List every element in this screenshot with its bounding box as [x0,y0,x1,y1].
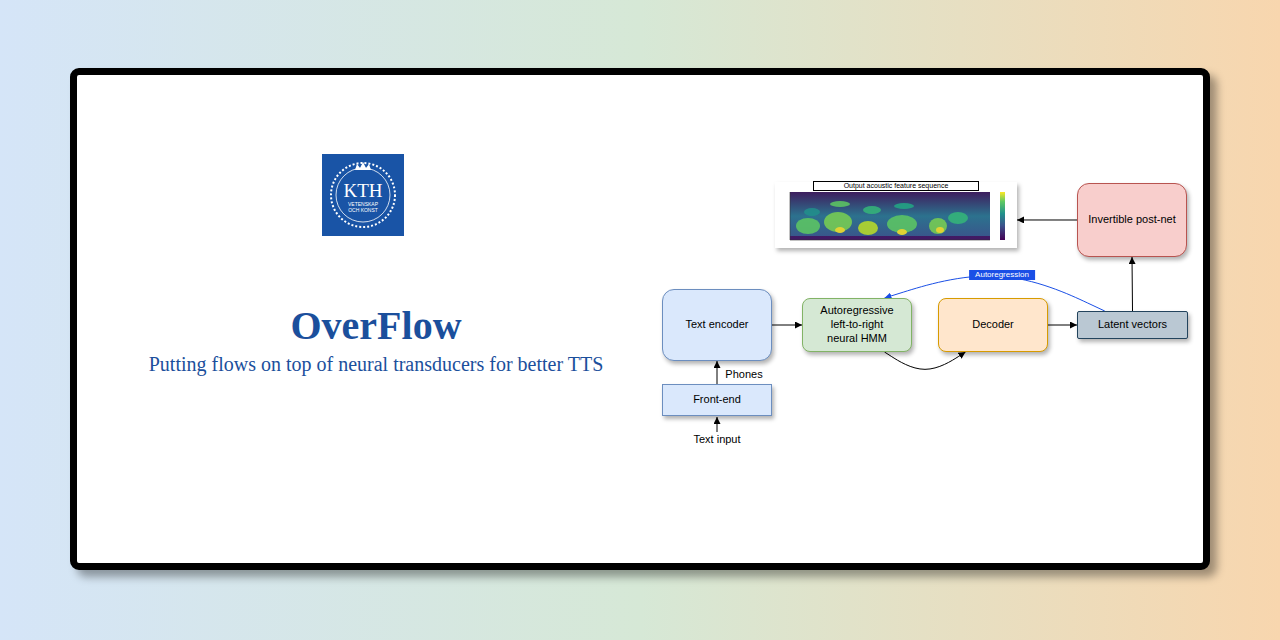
connector [1132,257,1134,311]
process-box: Latent vectors [1077,311,1188,339]
logo-ring [336,168,390,222]
logo-square [322,154,404,236]
connector [1048,325,1077,326]
spectrogram-frame [775,182,1017,248]
spectrogram [775,182,1017,248]
process-box: Decoder [938,298,1048,352]
colorbar [1000,192,1005,240]
logo-box: KTH VETENSKAP OCH KONST [322,154,404,236]
node-text: Invertible post-net [1088,213,1175,227]
subtitle: Putting flows on top of neural transduce… [149,353,604,376]
node-text: Latent vectors [1098,318,1167,332]
spectrogram-box: Output acoustic feature sequence [775,180,1017,250]
node-text: Autoregressive left-to-right neural HMM [817,304,897,345]
node-text: Decoder [972,318,1014,332]
connector [772,325,802,326]
process-box: Front-end [662,384,772,416]
node-text: VETENSKAP OCH KONST [343,202,383,214]
edge-label: Autoregression [969,270,1035,280]
title: OverFlow [290,304,461,348]
connector [1017,219,1077,220]
node-text: Output acoustic feature sequence [813,181,980,191]
node-text: Front-end [693,393,741,407]
input-label: Text input [693,433,740,445]
node-text: Text encoder [686,318,749,332]
input-arrow [717,417,718,432]
process-box: Invertible post-net [1077,183,1187,257]
spectrogram-plot [790,192,990,240]
process-box: Autoregressive left-to-right neural HMM [802,298,912,352]
process-box: Text encoder [662,289,772,361]
connector [885,352,966,369]
logo-wreath [331,163,395,227]
kth-logo [322,154,404,236]
connector [717,361,718,384]
edge-label: Phones [723,368,764,380]
node-text: KTH [341,181,384,200]
logo-crown [355,162,371,170]
